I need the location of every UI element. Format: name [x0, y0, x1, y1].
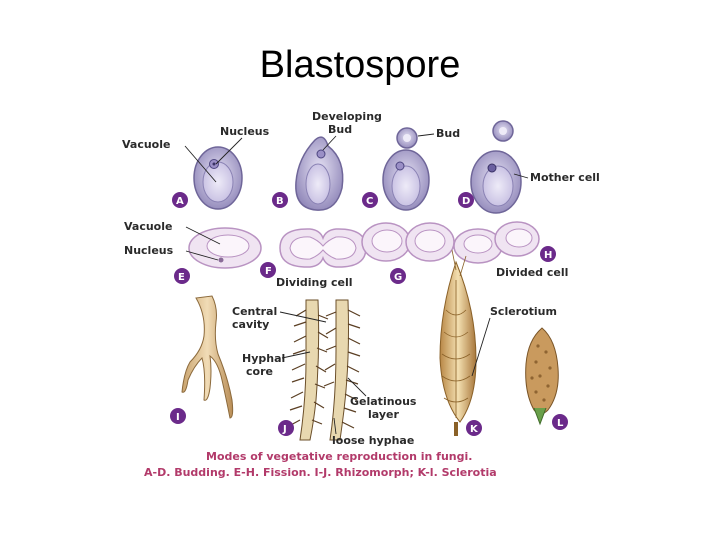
- rhizomorph-i: [181, 295, 234, 419]
- cell-g: [361, 222, 455, 262]
- cell-a: [193, 146, 243, 210]
- label-developing-bud-2: Bud: [328, 123, 352, 136]
- svg-text:C: C: [366, 196, 373, 207]
- letter-badge-a: A: [172, 192, 188, 208]
- label-vacuole-top: Vacuole: [122, 138, 170, 151]
- svg-text:H: H: [544, 250, 552, 261]
- letter-badge-b: B: [272, 192, 288, 208]
- letter-badge-h: H: [540, 246, 556, 262]
- svg-text:A: A: [176, 196, 184, 207]
- letter-badge-g: G: [390, 268, 406, 284]
- label-hyphal-core-2: core: [246, 365, 273, 378]
- sclerotium-l: [525, 327, 559, 426]
- label-hyphal-core-1: Hyphal: [242, 352, 285, 365]
- letter-badge-l: L: [552, 414, 568, 430]
- label-dividing-cell: Dividing cell: [276, 276, 353, 289]
- label-vacuole-mid: Vacuole: [124, 220, 172, 233]
- letter-badge-e: E: [174, 268, 190, 284]
- diagram-svg: Vacuole Nucleus Developing Bud Bud Mothe…: [122, 110, 600, 479]
- caption-line-1: Modes of vegetative reproduction in fung…: [206, 450, 472, 463]
- label-gelatinous-1: Gelatinous: [350, 395, 417, 408]
- svg-text:I: I: [176, 412, 180, 423]
- fungi-reproduction-figure: Vacuole Nucleus Developing Bud Bud Mothe…: [110, 100, 610, 485]
- label-divided-cell: Divided cell: [496, 266, 568, 279]
- label-bud: Bud: [436, 127, 460, 140]
- svg-text:K: K: [470, 424, 479, 435]
- letter-badge-d: D: [458, 192, 474, 208]
- label-nucleus-top: Nucleus: [220, 125, 270, 138]
- caption-line-2: A-D. Budding. E-H. Fission. I-J. Rhizomo…: [144, 466, 497, 479]
- letter-badge-k: K: [466, 420, 482, 436]
- label-developing-bud-1: Developing: [312, 110, 382, 123]
- letter-badge-f: F: [260, 262, 276, 278]
- sclerotium-k: [439, 249, 477, 436]
- page-title: Blastospore: [259, 44, 461, 86]
- letter-badge-i: I: [170, 408, 186, 424]
- label-gelatinous-2: layer: [368, 408, 399, 421]
- svg-text:E: E: [178, 272, 185, 283]
- svg-text:G: G: [394, 272, 402, 283]
- label-loose-hyphae: loose hyphae: [332, 434, 414, 447]
- cell-h: [453, 221, 540, 264]
- svg-text:J: J: [282, 424, 287, 435]
- cell-c: [382, 127, 430, 211]
- svg-text:F: F: [265, 266, 272, 277]
- letter-badge-c: C: [362, 192, 378, 208]
- letter-badge-j: J: [278, 420, 294, 436]
- label-central-cavity-2: cavity: [232, 318, 269, 331]
- cell-b: [295, 136, 344, 211]
- cell-f: [279, 228, 367, 268]
- svg-text:L: L: [557, 418, 564, 429]
- label-mother-cell: Mother cell: [530, 171, 600, 184]
- svg-text:B: B: [276, 196, 284, 207]
- label-nucleus-mid: Nucleus: [124, 244, 174, 257]
- cell-d: [470, 120, 522, 214]
- svg-text:D: D: [462, 196, 470, 207]
- label-sclerotium: Sclerotium: [490, 305, 557, 318]
- rhizomorph-j: [288, 299, 361, 441]
- label-central-cavity-1: Central: [232, 305, 277, 318]
